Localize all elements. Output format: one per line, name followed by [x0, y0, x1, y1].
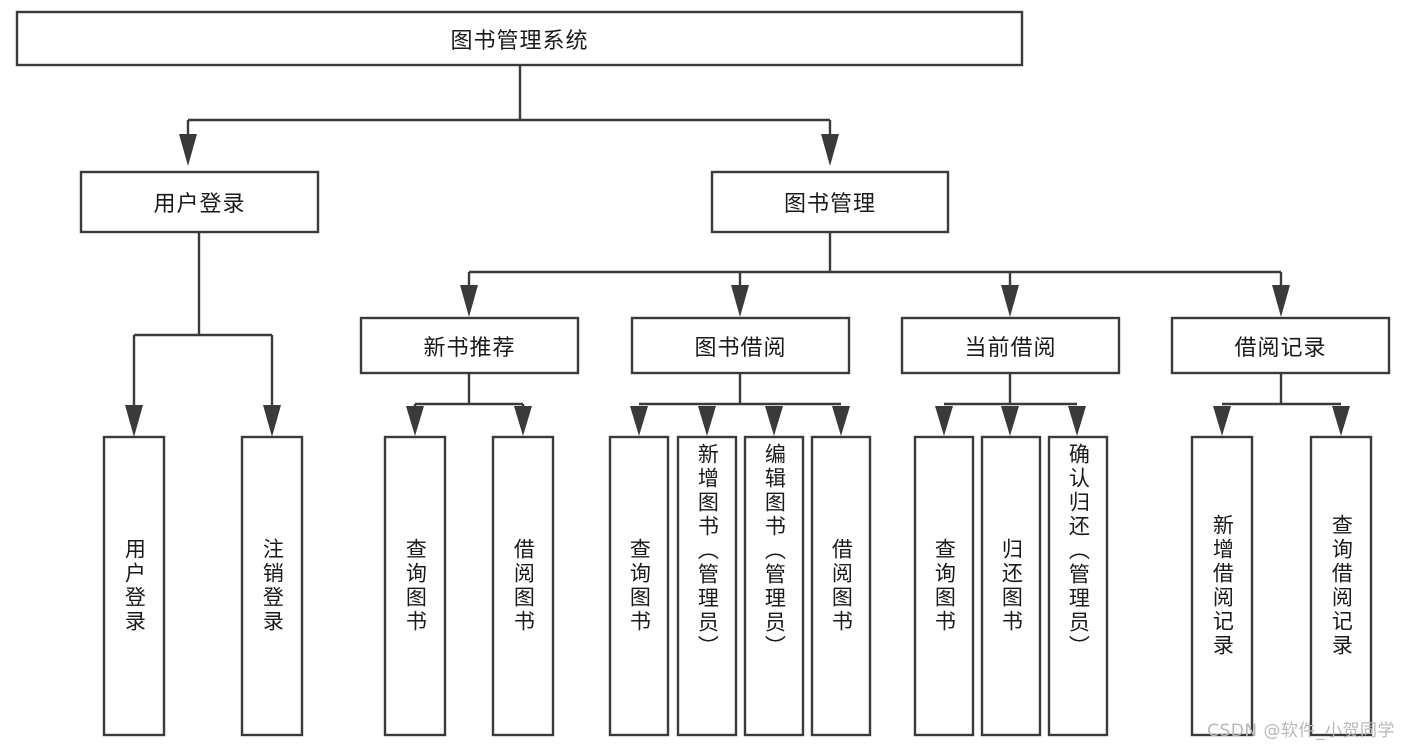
node-leaf-query-record-box[interactable]: [1309, 435, 1373, 737]
node-book-management-box[interactable]: [710, 170, 950, 234]
arrow-head-book-borrow: [731, 285, 749, 317]
arrow-head-leaf-add-record: [1213, 406, 1231, 436]
arrow-head-leaf-logout-login: [263, 405, 281, 437]
node-leaf-borrow-book-2-box[interactable]: [810, 435, 872, 737]
node-user-login-box[interactable]: [79, 170, 320, 234]
node-leaf-query-book-2-box[interactable]: [608, 435, 670, 737]
node-leaf-query-book-1-box[interactable]: [383, 435, 447, 737]
arrow-head-new-book-recommend: [460, 285, 478, 317]
arrow-head-leaf-borrow-book-1: [514, 406, 532, 436]
node-borrow-record-box[interactable]: [1170, 316, 1391, 375]
arrow-head-leaf-query-book-2: [630, 406, 648, 436]
node-leaf-user-login-box[interactable]: [102, 435, 166, 737]
arrow-head-leaf-return-book: [1001, 406, 1019, 436]
node-root-box[interactable]: [15, 10, 1024, 67]
arrow-head-leaf-user-login: [125, 405, 143, 437]
arrow-head-bookmgmt: [821, 134, 839, 166]
arrow-head-leaf-edit-book: [765, 406, 783, 436]
node-book-borrow-box[interactable]: [630, 316, 851, 375]
node-leaf-borrow-book-1-box[interactable]: [491, 435, 555, 737]
arrow-head-leaf-query-record: [1332, 406, 1350, 436]
node-leaf-return-book-box[interactable]: [980, 435, 1042, 737]
arrow-head-borrow-record: [1272, 285, 1290, 317]
arrow-head-leaf-borrow-book-2: [832, 406, 850, 436]
node-new-book-recommend-box[interactable]: [359, 316, 580, 375]
node-leaf-logout-login-box[interactable]: [240, 435, 304, 737]
arrow-head-leaf-query-book-3: [935, 406, 953, 436]
node-leaf-add-book-box[interactable]: [676, 435, 738, 737]
arrow-head-current-borrow: [1001, 285, 1019, 317]
node-leaf-confirm-return-box[interactable]: [1047, 435, 1109, 737]
node-leaf-query-book-3-box[interactable]: [913, 435, 975, 737]
arrow-head-userlogin: [179, 134, 197, 166]
node-leaf-edit-book-box[interactable]: [743, 435, 805, 737]
node-leaf-add-record-box[interactable]: [1190, 435, 1254, 737]
node-current-borrow-box[interactable]: [900, 316, 1121, 375]
arrow-head-leaf-add-book: [698, 406, 716, 436]
arrow-head-leaf-query-book-1: [406, 406, 424, 436]
arrow-head-leaf-confirm-return: [1068, 406, 1086, 436]
